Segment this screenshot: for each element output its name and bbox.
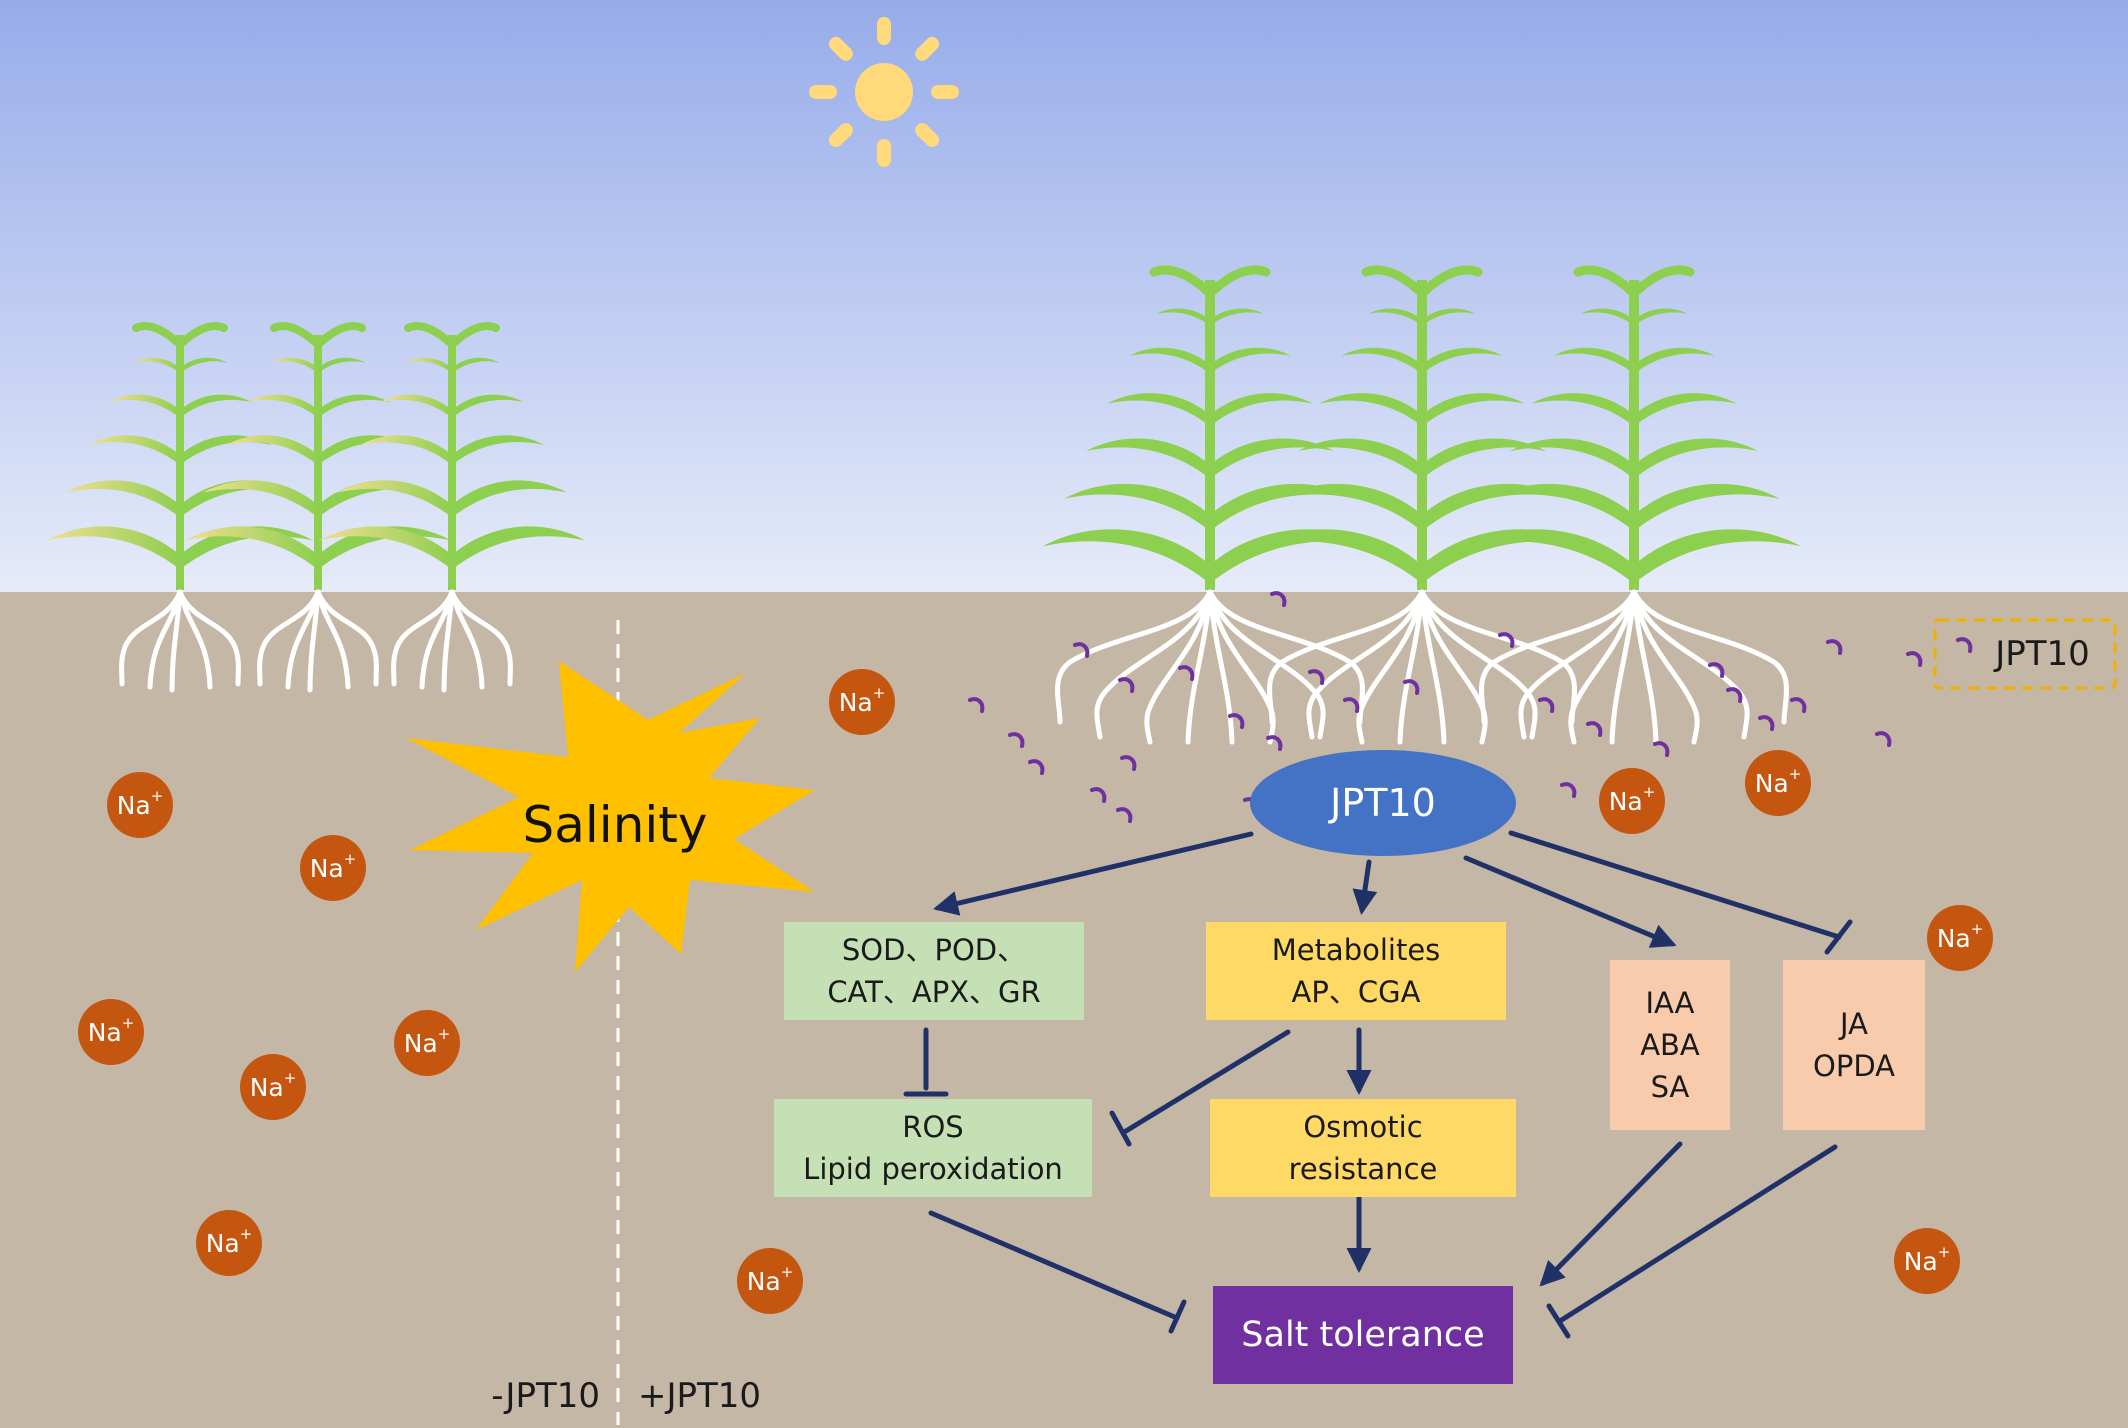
sodium-ion-symbol: Na	[87, 1017, 122, 1047]
salt-tolerance-label: Salt tolerance	[1241, 1315, 1485, 1355]
sodium-ion-charge: +	[780, 1263, 794, 1281]
sodium-ion: Na+	[1745, 750, 1811, 816]
sodium-ion: Na+	[107, 772, 173, 838]
enzymes-line2: CAT、APX、GR	[827, 975, 1041, 1009]
metabolites-box-bg	[1206, 922, 1506, 1020]
osmotic-line2: resistance	[1288, 1152, 1438, 1186]
sodium-ion-symbol: Na	[116, 790, 151, 820]
sodium-ion: Na+	[300, 835, 366, 901]
enzymes-line1: SOD、POD、	[841, 933, 1027, 967]
legend-box	[1933, 618, 2117, 690]
iaa-line3: SA	[1650, 1070, 1690, 1104]
metabolites-box: Metabolites AP、CGA	[1206, 922, 1506, 1020]
ros-line2: Lipid peroxidation	[803, 1152, 1063, 1186]
iaa-box-bg	[1610, 960, 1730, 1130]
salt-tolerance-box-bg	[1213, 1286, 1513, 1384]
legend-label: JPT10	[1995, 634, 2090, 674]
sodium-ion: Na+	[78, 999, 144, 1065]
sodium-ion-charge: +	[1788, 765, 1802, 783]
ja-group-box: JA OPDA	[1783, 960, 1925, 1130]
sodium-ion-charge: +	[150, 787, 164, 805]
sodium-ion-symbol: Na	[309, 853, 344, 883]
sodium-ion-symbol: Na	[838, 687, 873, 717]
jpt10-hub-shape	[1250, 750, 1516, 856]
sodium-ion-charge: +	[1642, 783, 1656, 801]
connectors	[903, 830, 1853, 1339]
sodium-ion-charge: +	[1937, 1243, 1951, 1261]
sodium-ion-symbol: Na	[403, 1028, 438, 1058]
sodium-ion-charge: +	[343, 850, 357, 868]
metabolites-line1: Metabolites	[1271, 933, 1441, 967]
sodium-ion-charge: +	[121, 1014, 135, 1032]
salinity-burst	[406, 661, 815, 972]
sodium-ion-symbol: Na	[1754, 768, 1789, 798]
ja-line2: OPDA	[1813, 1049, 1895, 1083]
metabolites-line2: AP、CGA	[1291, 975, 1421, 1009]
salinity-label: Salinity	[522, 796, 708, 854]
jpt10-hub-label: JPT10	[1330, 781, 1436, 825]
sodium-ion: Na+	[196, 1210, 262, 1276]
iaa-group-box: IAA ABA SA	[1610, 960, 1730, 1130]
sodium-ion: Na+	[240, 1054, 306, 1120]
iaa-line1: IAA	[1645, 986, 1695, 1020]
sodium-ion-symbol: Na	[1903, 1246, 1938, 1276]
sodium-ion: Na+	[1894, 1228, 1960, 1294]
plus-jpt10-label: +JPT10	[638, 1376, 762, 1416]
sodium-ion-symbol: Na	[249, 1072, 284, 1102]
sodium-ion: Na+	[1927, 905, 1993, 971]
sodium-ion: Na+	[1599, 768, 1665, 834]
ja-line1: JA	[1840, 1007, 1868, 1041]
sodium-ion: Na+	[829, 669, 895, 735]
osmotic-box-bg	[1210, 1099, 1516, 1197]
osmotic-line1: Osmotic	[1303, 1110, 1423, 1144]
ja-box-bg	[1783, 960, 1925, 1130]
sodium-ion-charge: +	[1970, 920, 1984, 938]
enzymes-box: SOD、POD、 CAT、APX、GR	[784, 922, 1084, 1020]
minus-jpt10-label: -JPT10	[491, 1376, 600, 1416]
sodium-ion-charge: +	[437, 1025, 451, 1043]
sodium-ion-symbol: Na	[1608, 786, 1643, 816]
sodium-ion-charge: +	[239, 1225, 253, 1243]
ros-line1: ROS	[902, 1110, 964, 1144]
sodium-ion: Na+	[737, 1248, 803, 1314]
sodium-ion-symbol: Na	[746, 1266, 781, 1296]
ros-box: ROS Lipid peroxidation	[774, 1099, 1092, 1197]
sodium-ion-symbol: Na	[1936, 923, 1971, 953]
sodium-ion: Na+	[394, 1010, 460, 1076]
iaa-line2: ABA	[1640, 1028, 1700, 1062]
ros-box-bg	[774, 1099, 1092, 1197]
sun-icon	[809, 17, 959, 167]
enzymes-box-bg	[784, 922, 1084, 1020]
sodium-ion-symbol: Na	[205, 1228, 240, 1258]
sodium-ion-charge: +	[872, 684, 886, 702]
osmotic-box: Osmotic resistance	[1210, 1099, 1516, 1197]
sodium-ion-charge: +	[283, 1069, 297, 1087]
